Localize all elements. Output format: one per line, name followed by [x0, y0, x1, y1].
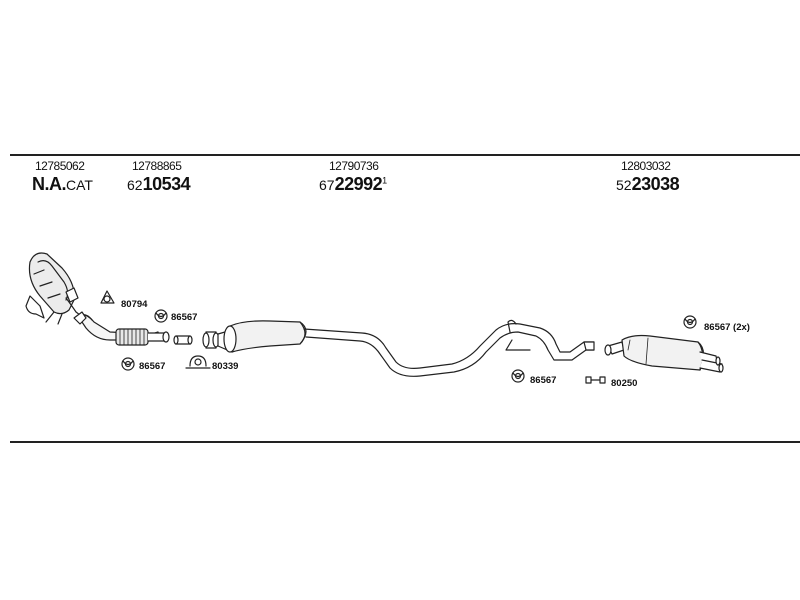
header-code-1: 12785062	[35, 159, 85, 173]
part-label-1: 80794	[121, 299, 148, 310]
header-code-3: 12790736	[329, 159, 379, 173]
clamp-80250-icon	[585, 376, 606, 384]
header-number-4: 5223038	[616, 174, 680, 195]
centre-pipe	[303, 319, 595, 377]
header-number-2: 6210534	[127, 174, 191, 195]
header-prefix-2: 62	[127, 177, 143, 193]
header-label-1-main: N.A.	[32, 174, 67, 194]
header-code-2: 12788865	[132, 159, 182, 173]
part-label-5: 86567	[530, 375, 556, 386]
header-suffix-3: 1	[382, 175, 388, 186]
part-label-3: 86567	[139, 361, 165, 372]
centre-silencer	[202, 320, 307, 353]
bottom-rule	[10, 441, 800, 443]
header-label-1-small: CAT	[66, 177, 93, 193]
part-label-6: 80250	[611, 378, 637, 389]
header-prefix-4: 52	[616, 177, 632, 193]
header-number-3: 67229921	[319, 174, 387, 195]
part-label-4: 80339	[212, 361, 238, 372]
clamp-80339-icon	[185, 355, 211, 369]
header-main-3: 22992	[334, 174, 383, 194]
header-code-4: 12803032	[621, 159, 671, 173]
top-rule	[10, 154, 800, 156]
gasket-80794-icon	[100, 290, 115, 304]
part-label-2: 86567	[171, 312, 197, 323]
connector-pipe	[173, 335, 193, 345]
catalytic-converter	[25, 252, 85, 325]
rubber-hanger-86567-icon	[683, 315, 697, 329]
header-label-1: N.A.CAT	[32, 174, 93, 195]
header-prefix-3: 67	[319, 177, 335, 193]
rubber-hanger-86567-icon	[121, 357, 135, 371]
rubber-hanger-86567-icon	[511, 369, 525, 383]
part-label-7: 86567 (2x)	[704, 322, 750, 333]
header-main-4: 23038	[631, 174, 680, 194]
header-main-2: 10534	[142, 174, 191, 194]
front-pipe	[73, 311, 170, 346]
rear-silencer	[604, 334, 724, 373]
rubber-hanger-86567-icon	[154, 309, 168, 323]
